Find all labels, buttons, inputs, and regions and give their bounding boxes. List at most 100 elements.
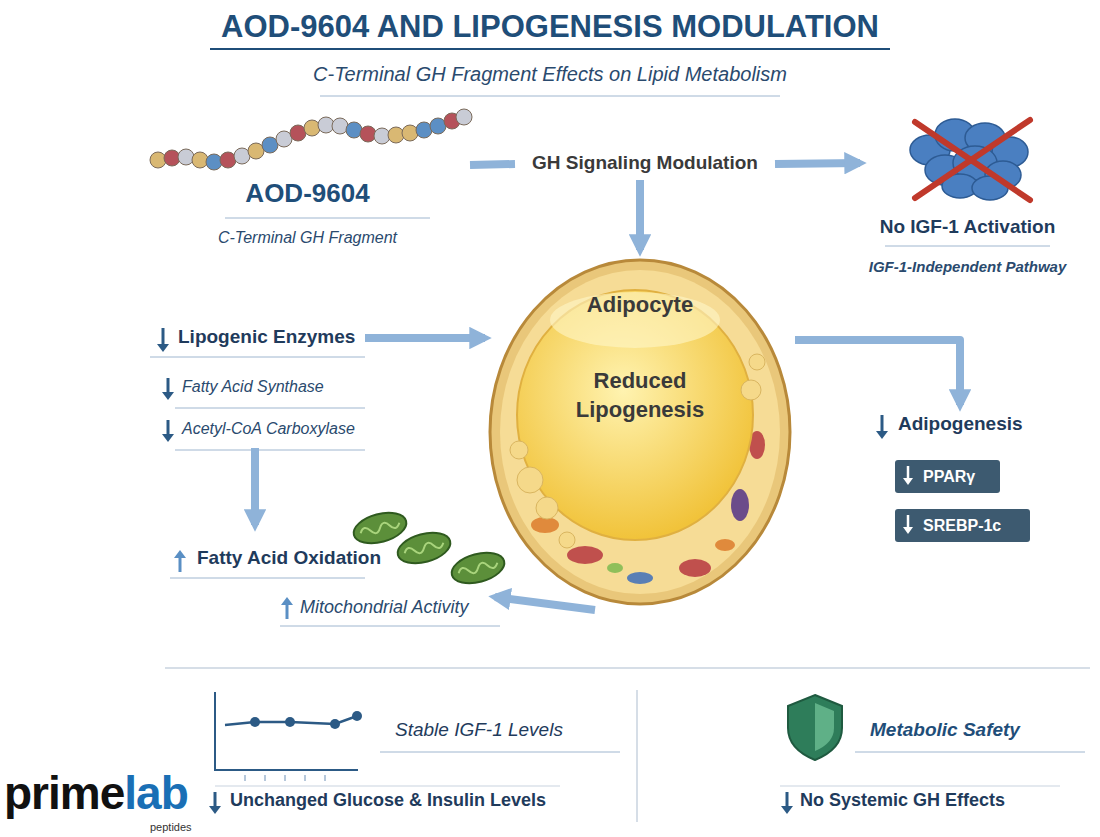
decor-shape [416,122,432,138]
decor-shape [402,125,418,141]
decor-shape [781,806,793,814]
adipogenesis-node: AdipogenesisPPARγSREBP-1c [870,405,1050,550]
decor-shape [559,532,575,548]
decor-shape [165,667,1090,669]
decor-shape [304,120,320,136]
diagram-title: AOD-9604 AND LIPOGENESIS MODULATION [0,8,1100,45]
node-text: Acetyl-CoA Carboxylase [182,419,367,438]
node-text: C-Terminal GH Fragment [165,228,450,247]
decor-shape [679,559,711,577]
decor-shape [531,517,559,533]
node-text: Unchanged Glucose & Insulin Levels [230,790,625,812]
signal-label-node: GH Signaling Modulation [515,148,775,180]
decor-shape [225,218,430,219]
decor-shape [179,556,182,572]
decor-shape [907,515,910,529]
node-text: GH Signaling Modulation [515,152,775,175]
node-text: SREBP-1c [923,516,1028,535]
decor-shape [346,122,362,138]
flow-arrow [636,180,644,250]
decor-shape [749,354,765,370]
decor-shape [170,578,365,579]
decor-shape [380,752,620,753]
decor-shape [192,152,208,168]
igf1-node: No IGF-1 ActivationIGF-1-Independent Pat… [860,108,1075,280]
node-text: Fatty Acid Synthase [182,377,362,396]
logo-text: lab [124,767,187,819]
flow-arrow [495,597,595,610]
down-arrow-icon [895,509,921,541]
diagram-subtitle: C-Terminal GH Fragment Effects on Lipid … [0,62,1100,86]
decor-shape [285,717,295,727]
decor-shape [456,109,472,125]
node-text: PPARγ [923,467,998,486]
decor-shape [715,539,735,551]
decor-shape [167,420,170,436]
decor-shape [157,344,169,352]
decor-shape [150,357,365,358]
decor-shape [607,563,623,573]
decor-shape [210,48,890,50]
adipocyte-node: AdipocyteReduced Lipogenesis [485,250,795,610]
decor-shape [350,507,409,548]
decor-shape [162,434,174,442]
decor-shape [885,246,1050,247]
flow-arrow [470,164,515,165]
safety-node: Metabolic Safety No Systemic GH Effects [775,688,1090,823]
node-text: AOD-9604 [185,178,430,209]
igf1-levels-node: Stable IGF-1 LevelsUnchanged Glucose & I… [200,688,630,823]
decor-shape [448,547,507,588]
logo-text: prime [4,767,124,819]
marker-box: SREBP-1c [895,509,1030,542]
decor-shape [915,120,1030,198]
decor-shape [215,692,358,770]
brand-logo: primelab [4,770,188,816]
decor-shape [280,626,500,627]
decor-shape [815,703,834,751]
marker-box: PPARγ [895,460,1000,493]
decor-shape [150,109,472,170]
decor-shape [150,152,166,168]
node-text: IGF-1-Independent Pathway [860,258,1075,276]
decor-shape [330,719,340,729]
decor-shape [448,547,507,588]
decor-shape [332,118,348,134]
decor-shape [360,126,376,142]
decor-shape [286,603,289,619]
decor-shape [881,415,884,433]
flow-arrow [365,334,485,342]
shield-icon [780,695,1085,814]
section-dividers [165,668,1090,822]
decor-shape [175,450,365,451]
decor-shape [214,792,217,808]
decor-shape [500,270,780,594]
decor-shape [320,96,780,97]
adipogenesis-marker [876,415,888,439]
peptide-chain [150,109,472,218]
oxidation-node: Fatty Acid OxidationMitochondrial Activi… [165,525,495,630]
decor-shape [788,695,842,760]
decor-shape [360,519,401,537]
enzyme-list: Lipogenic EnzymesFatty Acid SynthaseAcet… [150,318,365,448]
decor-shape [731,489,749,521]
decor-shape [903,527,913,534]
node-text: Adipogenesis [898,413,1048,436]
decor-shape [394,527,453,568]
decor-shape [178,149,194,165]
decor-shape [352,711,362,721]
down-arrow-icon [895,460,921,492]
flow-arrow [795,340,960,405]
node-text: Mitochondrial Activity [300,597,495,619]
node-text: Adipocyte [485,292,795,318]
decor-shape [350,507,409,548]
peptide-node: AOD-9604C-Terminal GH Fragment [145,110,470,250]
decor-shape [281,597,293,605]
node-text: Metabolic Safety [870,719,1085,742]
decor-shape [206,154,222,170]
decor-shape [162,328,165,346]
decor-shape [636,690,638,822]
node-text: No Systemic GH Effects [800,790,1085,812]
node-text: No IGF-1 Activation [860,216,1075,239]
decor-shape [167,378,170,394]
